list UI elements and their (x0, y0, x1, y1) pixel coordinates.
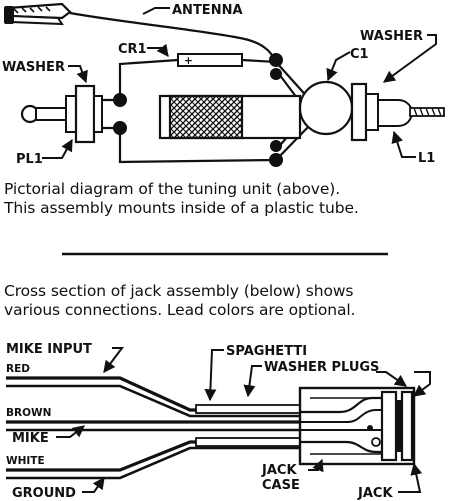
antenna-leader (142, 7, 170, 15)
washer-plugs-label: WASHER PLUGS (264, 360, 379, 375)
tuning-unit-diagram: ANTENNA CR1 + WASHER PL1 (2, 2, 445, 167)
spaghetti-label: SPAGHETTI (226, 344, 307, 359)
antenna-wire (69, 11, 276, 61)
jack-label: JACK (357, 486, 393, 501)
washer-plugs-leader-right (376, 371, 407, 387)
solder-joint (270, 68, 282, 80)
cr1-leader (147, 43, 169, 57)
bottom-loop-wire (118, 124, 311, 164)
washer-plugs-leader-far (413, 371, 431, 397)
solder-joint (269, 153, 283, 167)
pl1-label: PL1 (16, 152, 43, 167)
brown-lead-label: BROWN (6, 407, 51, 419)
washer-left-label: WASHER (2, 60, 65, 75)
spaghetti-leader (204, 349, 224, 402)
c1-capacitor (298, 80, 354, 136)
cr1-plus-mark: + (184, 55, 193, 67)
caption-top: Pictorial diagram of the tuning unit (ab… (4, 180, 448, 218)
jack-case-leader (308, 458, 324, 473)
alligator-clip (4, 2, 72, 26)
jack-leader (398, 462, 423, 493)
caption-bottom: Cross section of jack assembly (below) s… (4, 282, 448, 320)
jack-case (298, 386, 416, 466)
mike-input-leader (103, 347, 124, 373)
caption-top-line1: Pictorial diagram of the tuning unit (ab… (4, 180, 341, 198)
red-lead-label: RED (6, 363, 30, 375)
washer-right-leader (383, 34, 437, 83)
cr1-label: CR1 (118, 42, 147, 57)
mike-input-label: MIKE INPUT (6, 342, 92, 357)
antenna-label: ANTENNA (172, 3, 243, 18)
mike-leader (56, 425, 85, 438)
washer-plugs-leader-left (243, 365, 262, 398)
jack-case-label-line2: CASE (262, 478, 300, 493)
coil-form (158, 94, 302, 140)
l1-label: L1 (418, 151, 435, 166)
caption-bottom-line2: various connections. Lead colors are opt… (4, 301, 356, 319)
c1-label: C1 (350, 47, 369, 62)
pl1-leader (42, 138, 73, 159)
ground-label: GROUND (12, 486, 76, 501)
pl1-plug (20, 84, 120, 144)
washer-right-label: WASHER (360, 29, 423, 44)
l1-leader (391, 130, 416, 158)
mike-label: MIKE (12, 431, 49, 446)
jack-case-label-line1: JACK (261, 463, 297, 478)
caption-top-line2: This assembly mounts inside of a plastic… (4, 199, 359, 217)
solder-joint (270, 140, 282, 152)
ground-leader (82, 477, 105, 493)
jack-assembly-diagram: MIKE INPUT RED BROWN MIKE WHITE GROUND S… (6, 342, 431, 501)
c1-leader (326, 51, 351, 82)
caption-bottom-line1: Cross section of jack assembly (below) s… (4, 282, 354, 300)
white-lead-label: WHITE (6, 455, 45, 467)
solder-joint (269, 53, 283, 67)
washer-left-leader (68, 65, 88, 84)
cable-bundle (6, 376, 300, 480)
l1-coil-assembly (350, 82, 445, 142)
spaghetti-sleeves (195, 404, 301, 447)
